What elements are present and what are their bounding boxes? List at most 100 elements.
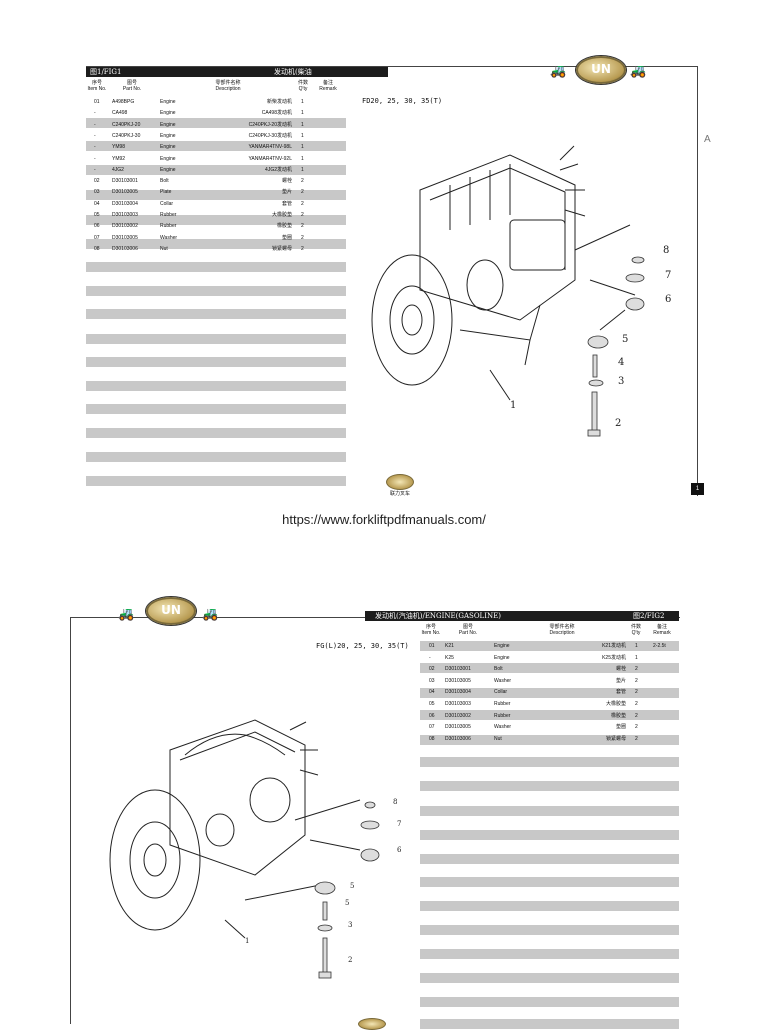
table-stripe [86,239,346,249]
cell-part: K25 [445,654,454,661]
cell-part: D30103002 [445,712,471,719]
table-stripe [86,262,346,272]
forklift-icon: 🚜 [118,606,135,621]
table-stripe [86,165,346,175]
cell-qty: 1 [635,643,638,649]
cell-cn: 大橡胶垫 [271,212,292,218]
table-stripe [86,381,346,391]
callout-2: 2 [615,418,621,429]
cell-remark: 2-2.5t [653,643,666,649]
cell-cn: 新柴发动机 [266,99,292,105]
table-stripe [86,286,346,296]
cell-item: - [94,144,96,151]
table-stripe [86,190,346,200]
forklift-icon: 🚜 [550,63,567,78]
cell-item: 07 [94,234,100,241]
cell-cn: YANMAR4TNV-98L [248,144,292,151]
table-stripe [86,428,346,438]
table-stripe [86,309,346,319]
cell-part: YM98 [112,144,126,151]
cell-cn: 橡胶垫 [610,712,626,719]
table-stripe [86,357,346,367]
table-stripe [420,997,679,1007]
cell-en: Bolt [494,666,503,673]
cell-qty: 2 [301,178,304,185]
table-stripe [420,854,679,864]
cell-en: Rubber [160,223,177,230]
page1-model-label: FD20, 25, 30, 35(T) [362,97,443,105]
cell-part: D30103004 [112,200,138,207]
cell-qty: 2 [301,200,304,207]
cell-cn: 锁紧螺母 [271,245,292,252]
brand-badge-text: UN [591,62,611,76]
cell-cn: 套管 [281,200,292,207]
cell-qty: 1 [301,132,304,139]
cell-cn: 4JG2发动机 [265,166,292,173]
cell-qty: 1 [301,121,304,128]
table-stripe [420,877,679,887]
page1-fig-label: 图1/FIG1 [90,68,122,76]
callout-5b: 5 [350,882,354,890]
callout-6: 6 [397,846,402,854]
table-stripe [420,641,679,651]
cell-en: Rubber [160,212,177,218]
cell-qty: 2 [635,712,638,719]
callout-6: 6 [665,294,671,305]
callout-7: 7 [397,820,401,828]
cell-en: Engine [160,132,176,139]
table-stripe [86,476,346,486]
page2-left-border [70,617,71,1024]
cell-en: Plate [160,189,172,196]
cell-item: - [94,155,96,162]
cell-cn: 垫片 [615,677,626,684]
cell-cn: 垫片 [281,189,292,196]
cell-item: 04 [94,200,100,207]
brand-badge-text: UN [161,603,181,617]
cell-item: 02 [429,666,435,673]
cell-en: Bolt [160,178,169,185]
cell-item: 01 [429,643,435,649]
callout-3: 3 [348,921,352,929]
cell-qty: 2 [301,245,304,252]
page1-top-border [86,66,698,67]
cell-en: Collar [160,200,174,207]
footer-badge-icon [386,474,414,490]
page1-title-bar: 图1/FIG1 发动机(柴油机)/ENGINE(DIESEL) [86,67,388,86]
cell-part: D30103001 [445,666,471,673]
callout-8: 8 [393,798,397,806]
cell-part: 4JG2 [112,166,124,173]
table-stripe [420,757,679,767]
cell-part: C240PKJ-30 [112,132,141,139]
table-stripe [86,334,346,344]
cell-part: C240PKJ-20 [112,121,141,128]
cell-item: 06 [429,712,435,719]
cell-part: K21 [445,643,454,649]
cell-cn: 垫圈 [615,724,626,731]
cell-qty: 1 [301,144,304,151]
cell-part: D30103002 [112,223,138,230]
table-stripe [420,663,679,673]
table-stripe [420,973,679,983]
cell-cn: C240PKJ-20发动机 [248,121,292,128]
cell-part: D30103001 [112,178,138,185]
callout-1: 1 [245,937,249,945]
callout-5: 5 [622,334,628,345]
cell-item: 08 [94,245,100,252]
cell-qty: 2 [301,223,304,230]
cell-part: D30103005 [445,724,471,731]
